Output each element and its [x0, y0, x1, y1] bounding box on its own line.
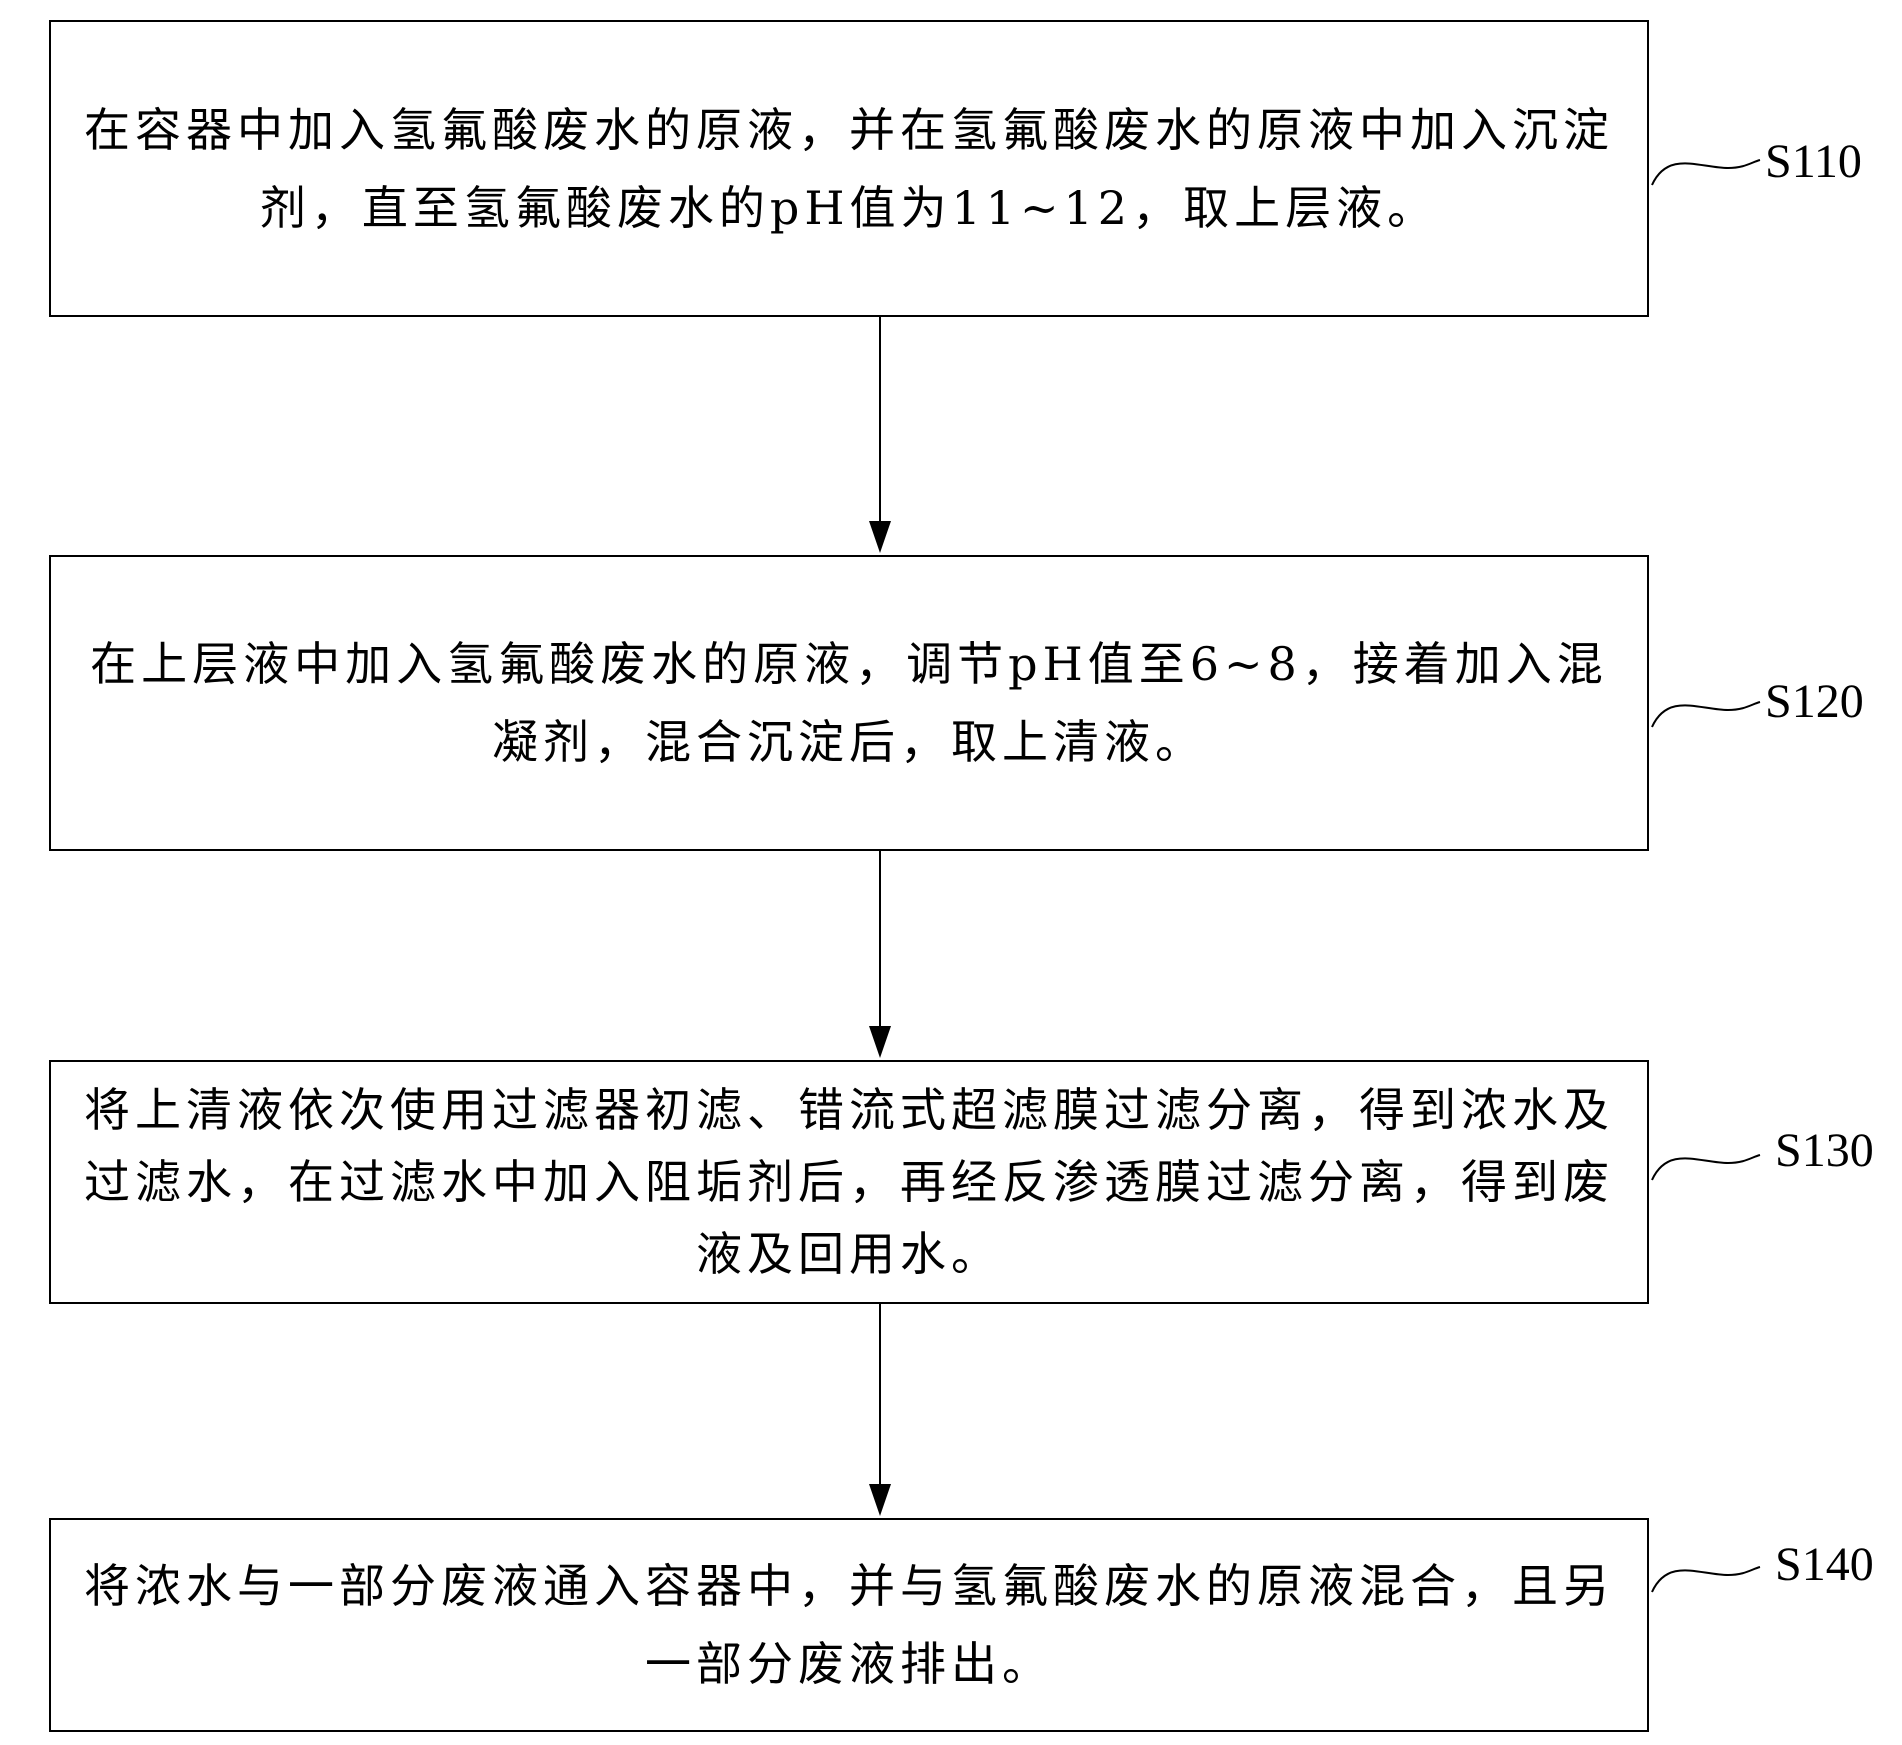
step-box-s130: 将上清液依次使用过滤器初滤、错流式超滤膜过滤分离，得到浓水及过滤水，在过滤水中加…	[49, 1060, 1649, 1304]
step-box-s110: 在容器中加入氢氟酸废水的原液，并在氢氟酸废水的原液中加入沉淀剂，直至氢氟酸废水的…	[49, 20, 1649, 317]
leader-s140	[1651, 1566, 1761, 1593]
leader-s110	[1651, 159, 1761, 186]
step-text-s140: 将浓水与一部分废液通入容器中，并与氢氟酸废水的原液混合，且另一部分废液排出。	[84, 1559, 1614, 1691]
step-label-s130: S130	[1775, 1124, 1874, 1177]
step-text-s130: 将上清液依次使用过滤器初滤、错流式超滤膜过滤分离，得到浓水及过滤水，在过滤水中加…	[84, 1083, 1614, 1281]
arrow-s120-s130	[869, 851, 891, 1058]
arrow-s110-s120	[869, 317, 891, 553]
step-label-s110: S110	[1765, 135, 1862, 188]
arrow-s130-s140	[869, 1304, 891, 1516]
step-box-s140: 将浓水与一部分废液通入容器中，并与氢氟酸废水的原液混合，且另一部分废液排出。	[49, 1518, 1649, 1732]
step-label-s120: S120	[1765, 675, 1864, 728]
step-text-s120: 在上层液中加入氢氟酸废水的原液，调节pH值至6~8，接着加入混凝剂，混合沉淀后，…	[90, 637, 1608, 769]
step-label-s140: S140	[1775, 1538, 1874, 1591]
step-box-s120: 在上层液中加入氢氟酸废水的原液，调节pH值至6~8，接着加入混凝剂，混合沉淀后，…	[49, 555, 1649, 851]
leader-s120	[1651, 701, 1761, 728]
step-text-s110: 在容器中加入氢氟酸废水的原液，并在氢氟酸废水的原液中加入沉淀剂，直至氢氟酸废水的…	[84, 102, 1614, 235]
leader-s130	[1651, 1154, 1761, 1181]
